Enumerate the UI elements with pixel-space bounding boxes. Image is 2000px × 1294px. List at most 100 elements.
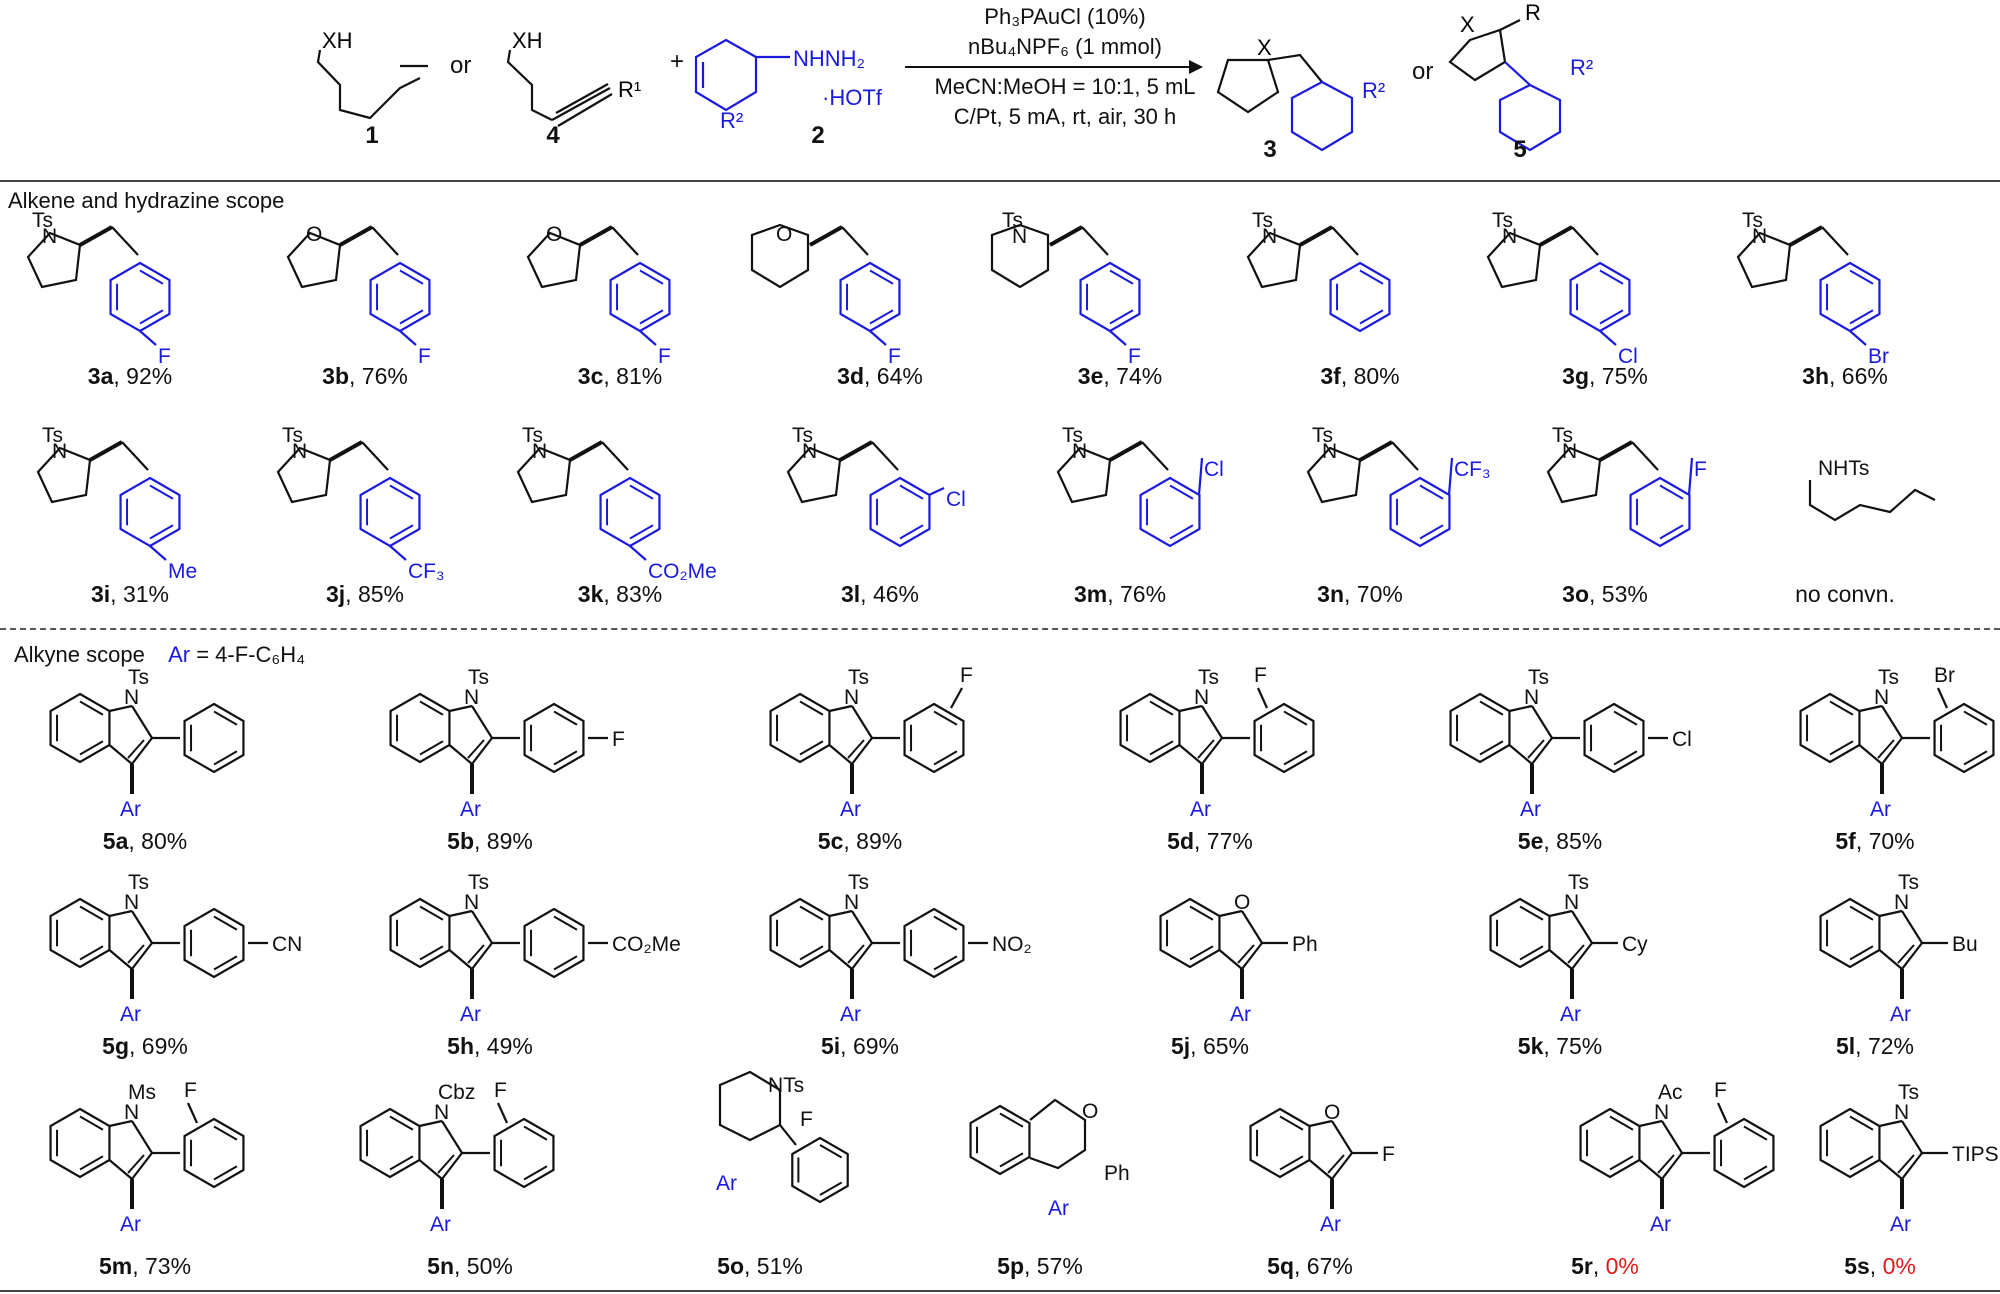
aryl-ring-5e xyxy=(1583,702,1645,774)
n-label: N xyxy=(1072,440,1087,463)
protecting-group-label: Ms xyxy=(128,1081,156,1104)
bond xyxy=(1821,226,1849,256)
substituent-bond xyxy=(1716,1102,1729,1124)
double-bond xyxy=(799,700,824,716)
double-bond xyxy=(1189,905,1214,921)
substituent-3b: F xyxy=(418,345,431,368)
indole-benzo-5f xyxy=(1799,692,1861,764)
double-bond xyxy=(1849,1155,1874,1171)
indole-benzo-5h xyxy=(389,897,451,969)
ring-3a xyxy=(26,231,82,289)
wedge-bond xyxy=(809,225,843,247)
aryl-ring-3h xyxy=(1819,261,1881,333)
yield-value: , 77% xyxy=(1194,828,1253,854)
aryl-ring-5r xyxy=(1713,1117,1775,1189)
ar-label: Ar xyxy=(1560,1003,1581,1026)
bond xyxy=(418,1159,443,1180)
double-bond xyxy=(1149,700,1174,716)
double-bond xyxy=(1743,1125,1768,1141)
double-bond xyxy=(553,710,578,726)
cond-line-3: MeCN:MeOH = 10:1, 5 mL xyxy=(934,74,1196,99)
substituent-3d: F xyxy=(888,345,901,368)
n-label: N xyxy=(1194,686,1209,709)
bond xyxy=(371,226,399,256)
ring-3o xyxy=(1546,446,1602,504)
substituent-5j: Ph xyxy=(1292,933,1318,956)
section-alkene: Alkene and hydrazine scope xyxy=(8,188,285,213)
double-bond xyxy=(799,905,824,921)
n-label: N xyxy=(1894,891,1909,914)
n-label: N xyxy=(464,891,479,914)
xh-label-4: XH xyxy=(512,28,543,53)
yield-value: , 67% xyxy=(1294,1253,1353,1279)
or-word-2: or xyxy=(1412,58,1434,85)
bond xyxy=(871,441,899,471)
compound-id: 5i xyxy=(820,1033,841,1059)
bond xyxy=(1331,226,1359,256)
compound-id: 5r xyxy=(1571,1253,1593,1279)
substituent-bond xyxy=(1687,457,1694,496)
ts-label: Ts xyxy=(32,209,53,232)
double-bond xyxy=(79,700,104,716)
ar-symbol: Ar xyxy=(168,642,191,667)
yield-value: , 69% xyxy=(840,1033,900,1059)
ar-label: Ar xyxy=(1048,1197,1069,1220)
n-label: N xyxy=(802,440,817,463)
product-3 xyxy=(1216,53,1323,114)
label-2: 2 xyxy=(811,122,825,149)
double-bond xyxy=(1359,309,1384,325)
n-label: N xyxy=(1502,225,1517,248)
double-bond xyxy=(1659,524,1684,540)
substituent-5c: F xyxy=(960,664,973,687)
protecting-group-label: Ts xyxy=(1198,666,1219,689)
double-bond xyxy=(213,915,238,931)
divider-middle xyxy=(0,628,2000,630)
compound-id: 5l xyxy=(1835,1033,1856,1059)
bond xyxy=(109,909,133,918)
yield-value: , xyxy=(1592,1253,1606,1279)
n-label: N xyxy=(844,686,859,709)
aryl-ring-5h xyxy=(523,907,585,979)
double-bond xyxy=(467,739,485,759)
aryl-ring-3m xyxy=(1139,476,1201,548)
yield-value: , 80% xyxy=(128,828,188,854)
yield-value: , 50% xyxy=(454,1253,513,1279)
yield-value: , 92% xyxy=(113,363,173,389)
double-bond xyxy=(1237,944,1255,964)
double-bond xyxy=(847,739,865,759)
ts-label: Ts xyxy=(1492,209,1513,232)
double-bond xyxy=(79,1155,104,1171)
aryl-ring-3f xyxy=(1329,261,1391,333)
compound-id: 3a xyxy=(87,363,114,389)
bond xyxy=(779,1124,797,1146)
substrate-1 xyxy=(316,49,428,120)
r2-label-2: R² xyxy=(720,108,743,133)
substituent-3j: CF₃ xyxy=(408,560,445,583)
yield-value: , 75% xyxy=(1589,363,1648,389)
ring-3j xyxy=(276,446,332,504)
yield-zero: 0% xyxy=(1882,1253,1916,1279)
double-bond xyxy=(1613,750,1638,766)
protecting-group-label: Ts xyxy=(1568,871,1589,894)
double-bond xyxy=(933,750,958,766)
ar-label: Ar xyxy=(1320,1213,1341,1236)
ts-label: Ts xyxy=(1552,424,1573,447)
bond xyxy=(829,704,853,713)
yield-value: , 31% xyxy=(110,581,170,607)
cond-line-4: C/Pt, 5 mA, rt, air, 30 h xyxy=(953,104,1177,129)
bond xyxy=(131,942,153,970)
double-bond xyxy=(999,1152,1024,1168)
ring-3e xyxy=(990,223,1050,289)
yield-label-5f: 5f, 70% xyxy=(1835,828,1914,855)
double-bond xyxy=(1897,1154,1915,1174)
double-bond xyxy=(399,309,424,325)
yield-label-5d: 5d, 77% xyxy=(1167,828,1253,855)
double-bond xyxy=(869,269,894,285)
yield-label-5e: 5e, 85% xyxy=(1518,828,1602,855)
compound-id: 5q xyxy=(1267,1253,1295,1279)
double-bond xyxy=(1169,484,1194,500)
yield-label-3e: 3e, 74% xyxy=(1078,363,1162,390)
yield-value: , 80% xyxy=(1340,363,1400,389)
wedge-bond xyxy=(579,225,613,247)
bond xyxy=(449,909,473,918)
